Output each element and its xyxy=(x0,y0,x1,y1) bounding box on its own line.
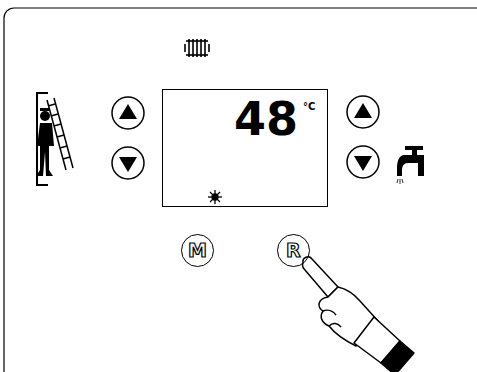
tap-icon xyxy=(397,146,424,184)
temperature-unit: °C xyxy=(303,102,315,112)
pressing-hand xyxy=(302,257,414,372)
radiator-icon xyxy=(185,39,209,57)
panel-outline xyxy=(4,8,477,372)
sun-symbol xyxy=(208,190,222,204)
button-letter: M xyxy=(188,241,207,260)
button-letter: R xyxy=(286,241,301,260)
chimney-sweep-icon xyxy=(36,93,110,185)
mode-button: M xyxy=(181,234,214,267)
lcd-display: 48 °C xyxy=(162,89,328,207)
temperature-value: 48 xyxy=(234,94,298,145)
reset-button: R xyxy=(277,234,310,267)
